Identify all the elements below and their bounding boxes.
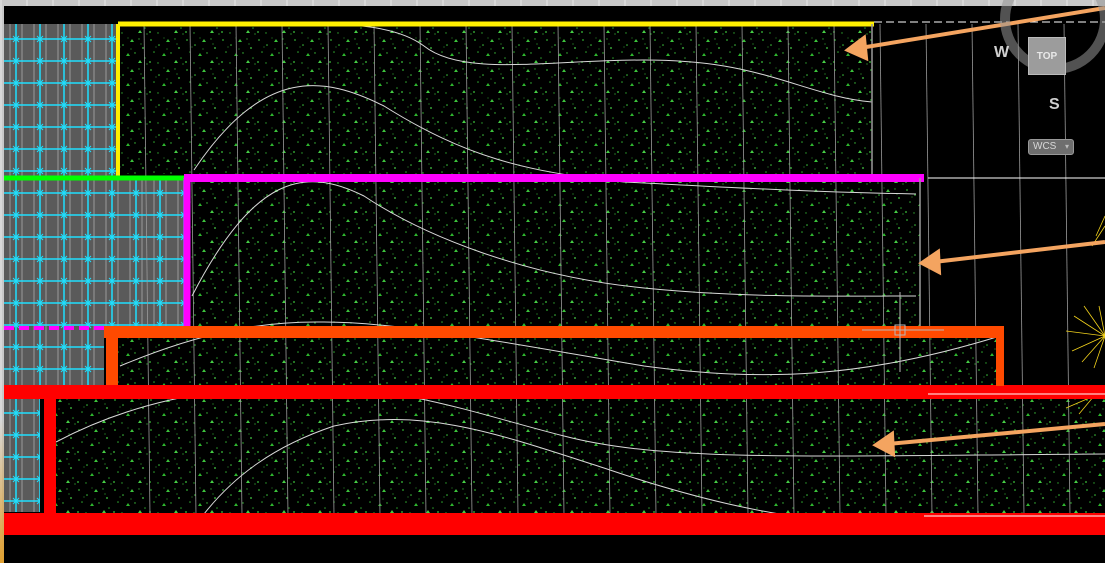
compass-west-label[interactable]: W xyxy=(994,44,1010,61)
wcs-label: WCS xyxy=(1033,141,1057,152)
grid-line xyxy=(649,23,657,517)
paving-area xyxy=(4,24,184,512)
grid-line xyxy=(327,23,335,517)
grid-line xyxy=(603,23,611,517)
hatch-terrace-3 xyxy=(116,336,1004,388)
wcs-menu-button[interactable]: WCS ▾ xyxy=(1028,139,1074,155)
viewcube-top-face[interactable]: TOP xyxy=(1028,37,1066,75)
grid-line xyxy=(143,23,151,517)
compass-south-label[interactable]: S xyxy=(1049,96,1060,113)
grid-line xyxy=(281,23,289,517)
grid-line xyxy=(1017,23,1025,517)
grid-line xyxy=(419,23,427,517)
hatch-terrace-2 xyxy=(188,180,920,328)
grid-line xyxy=(465,23,473,517)
grid-line xyxy=(1063,23,1071,517)
grid-line xyxy=(373,23,381,517)
grid-line xyxy=(189,23,197,517)
drawing-viewport[interactable] xyxy=(4,6,1105,563)
viewcube[interactable]: W S TOP WCS ▾ xyxy=(990,0,1105,170)
grid-line xyxy=(741,23,749,517)
layer-boundaries xyxy=(4,21,1105,535)
chevron-down-icon: ▾ xyxy=(1064,142,1069,151)
grid-lines xyxy=(143,23,1071,517)
grid-line xyxy=(557,23,565,517)
grid-line xyxy=(787,23,795,517)
hatch-terrace-1 xyxy=(120,24,872,174)
grid-line xyxy=(695,23,703,517)
drawing-canvas[interactable] xyxy=(4,6,1105,563)
grid-line xyxy=(925,23,933,517)
grid-line xyxy=(235,23,243,517)
crosshair-cursor xyxy=(862,292,944,372)
grid-line xyxy=(833,23,841,517)
grid-line xyxy=(511,23,519,517)
grid-line xyxy=(879,23,887,517)
